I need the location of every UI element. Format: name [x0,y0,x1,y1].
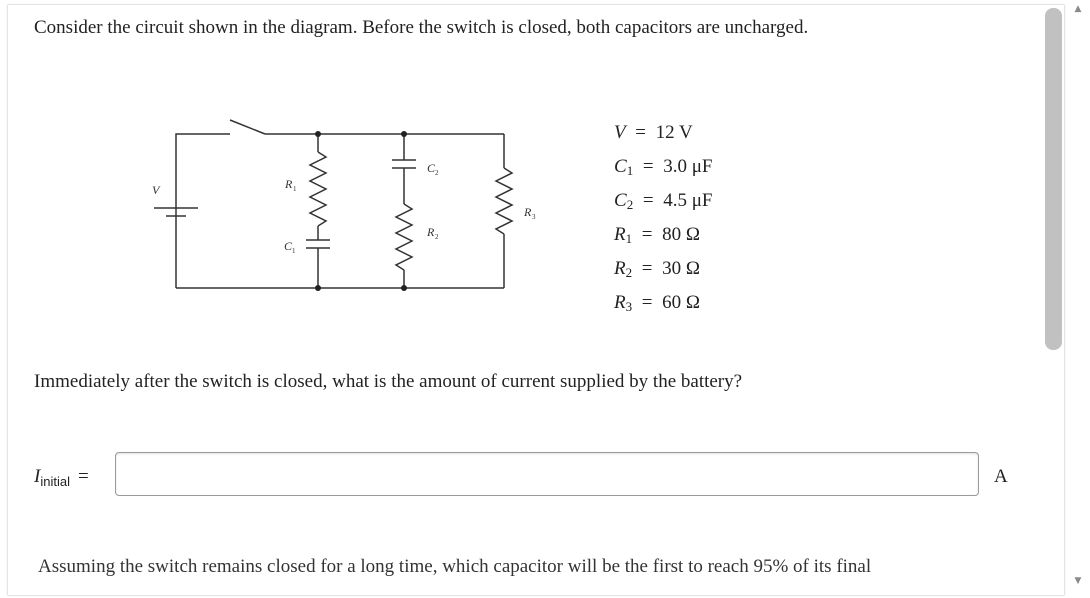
given-equals: = [635,122,646,143]
given-symbol: R [614,292,626,313]
given-subscript: 2 [625,265,633,280]
answer-variable-subscript: initial [40,474,70,489]
label-r3: R [523,205,532,219]
given-row: R2 = 30 Ω [614,254,712,288]
given-symbol: C [614,190,627,211]
given-values: V=12 V C1=3.0 μF C2=4.5 μF R1=80 Ω R2=30… [614,118,712,322]
scrollbar-track[interactable] [1066,0,1090,598]
given-equals: = [642,190,654,211]
given-row: C1 = 3.0 μF [614,152,712,186]
label-r3-sub: 3 [532,213,536,221]
label-c1: C [284,239,293,253]
label-r2: R [426,225,435,239]
wire-left-top [175,133,230,212]
answer-equals: = [77,466,89,487]
answer-variable-label: Iinitial = [34,466,89,489]
given-equals: = [641,292,653,313]
given-value: 30 Ω [662,258,700,279]
given-value: 12 V [655,122,693,143]
given-subscript: 1 [625,231,633,246]
answer-unit: A [994,466,1008,487]
answer-variable: I [34,466,41,487]
label-r1: R [284,177,293,191]
scrollbar-thumb[interactable] [1045,8,1062,350]
label-r1-sub: 1 [293,185,297,193]
given-equals: = [641,224,653,245]
given-row: R1 = 80 Ω [614,220,712,254]
given-row: V = 12 V [614,118,712,152]
given-subscript: 1 [626,163,634,178]
junction-top-2 [401,131,407,137]
question-1: Immediately after the switch is closed, … [34,371,743,392]
junction-bottom-2 [401,285,407,291]
given-equals: = [641,258,653,279]
junction-top-1 [315,131,321,137]
given-row: C2 = 4.5 μF [614,186,712,220]
label-c2-sub: 2 [435,169,439,177]
given-subscript: 2 [626,197,634,212]
resistor-r1 [308,151,328,227]
given-symbol: R [614,258,626,279]
question-2: Assuming the switch remains closed for a… [38,556,872,577]
given-equals: = [642,156,654,177]
given-symbol: V [614,122,626,143]
label-c1-sub: 1 [292,247,296,255]
given-symbol: C [614,156,627,177]
label-battery: V [152,183,161,197]
answer-row: Iinitial = A [34,452,1024,502]
junction-bottom-1 [315,285,321,291]
given-subscript: 3 [625,299,633,314]
scroll-up-icon[interactable]: ▲ [1074,4,1082,14]
problem-intro: Consider the circuit shown in the diagra… [34,17,809,38]
circuit-diagram: V R 1 C 1 C 2 R 2 R 3 [152,119,536,291]
resistor-r2 [394,203,414,271]
given-symbol: R [614,224,626,245]
given-value: 3.0 μF [663,156,713,177]
given-row: R3 = 60 Ω [614,288,712,322]
label-c2: C [427,161,436,175]
label-r2-sub: 2 [435,233,439,241]
given-value: 4.5 μF [663,190,713,211]
problem-card [7,4,1065,596]
switch-blade [229,119,266,135]
given-value: 80 Ω [662,224,700,245]
answer-input[interactable] [115,452,979,496]
resistor-r3 [494,167,514,235]
given-value: 60 Ω [662,292,700,313]
scroll-down-icon[interactable]: ▼ [1074,576,1082,586]
